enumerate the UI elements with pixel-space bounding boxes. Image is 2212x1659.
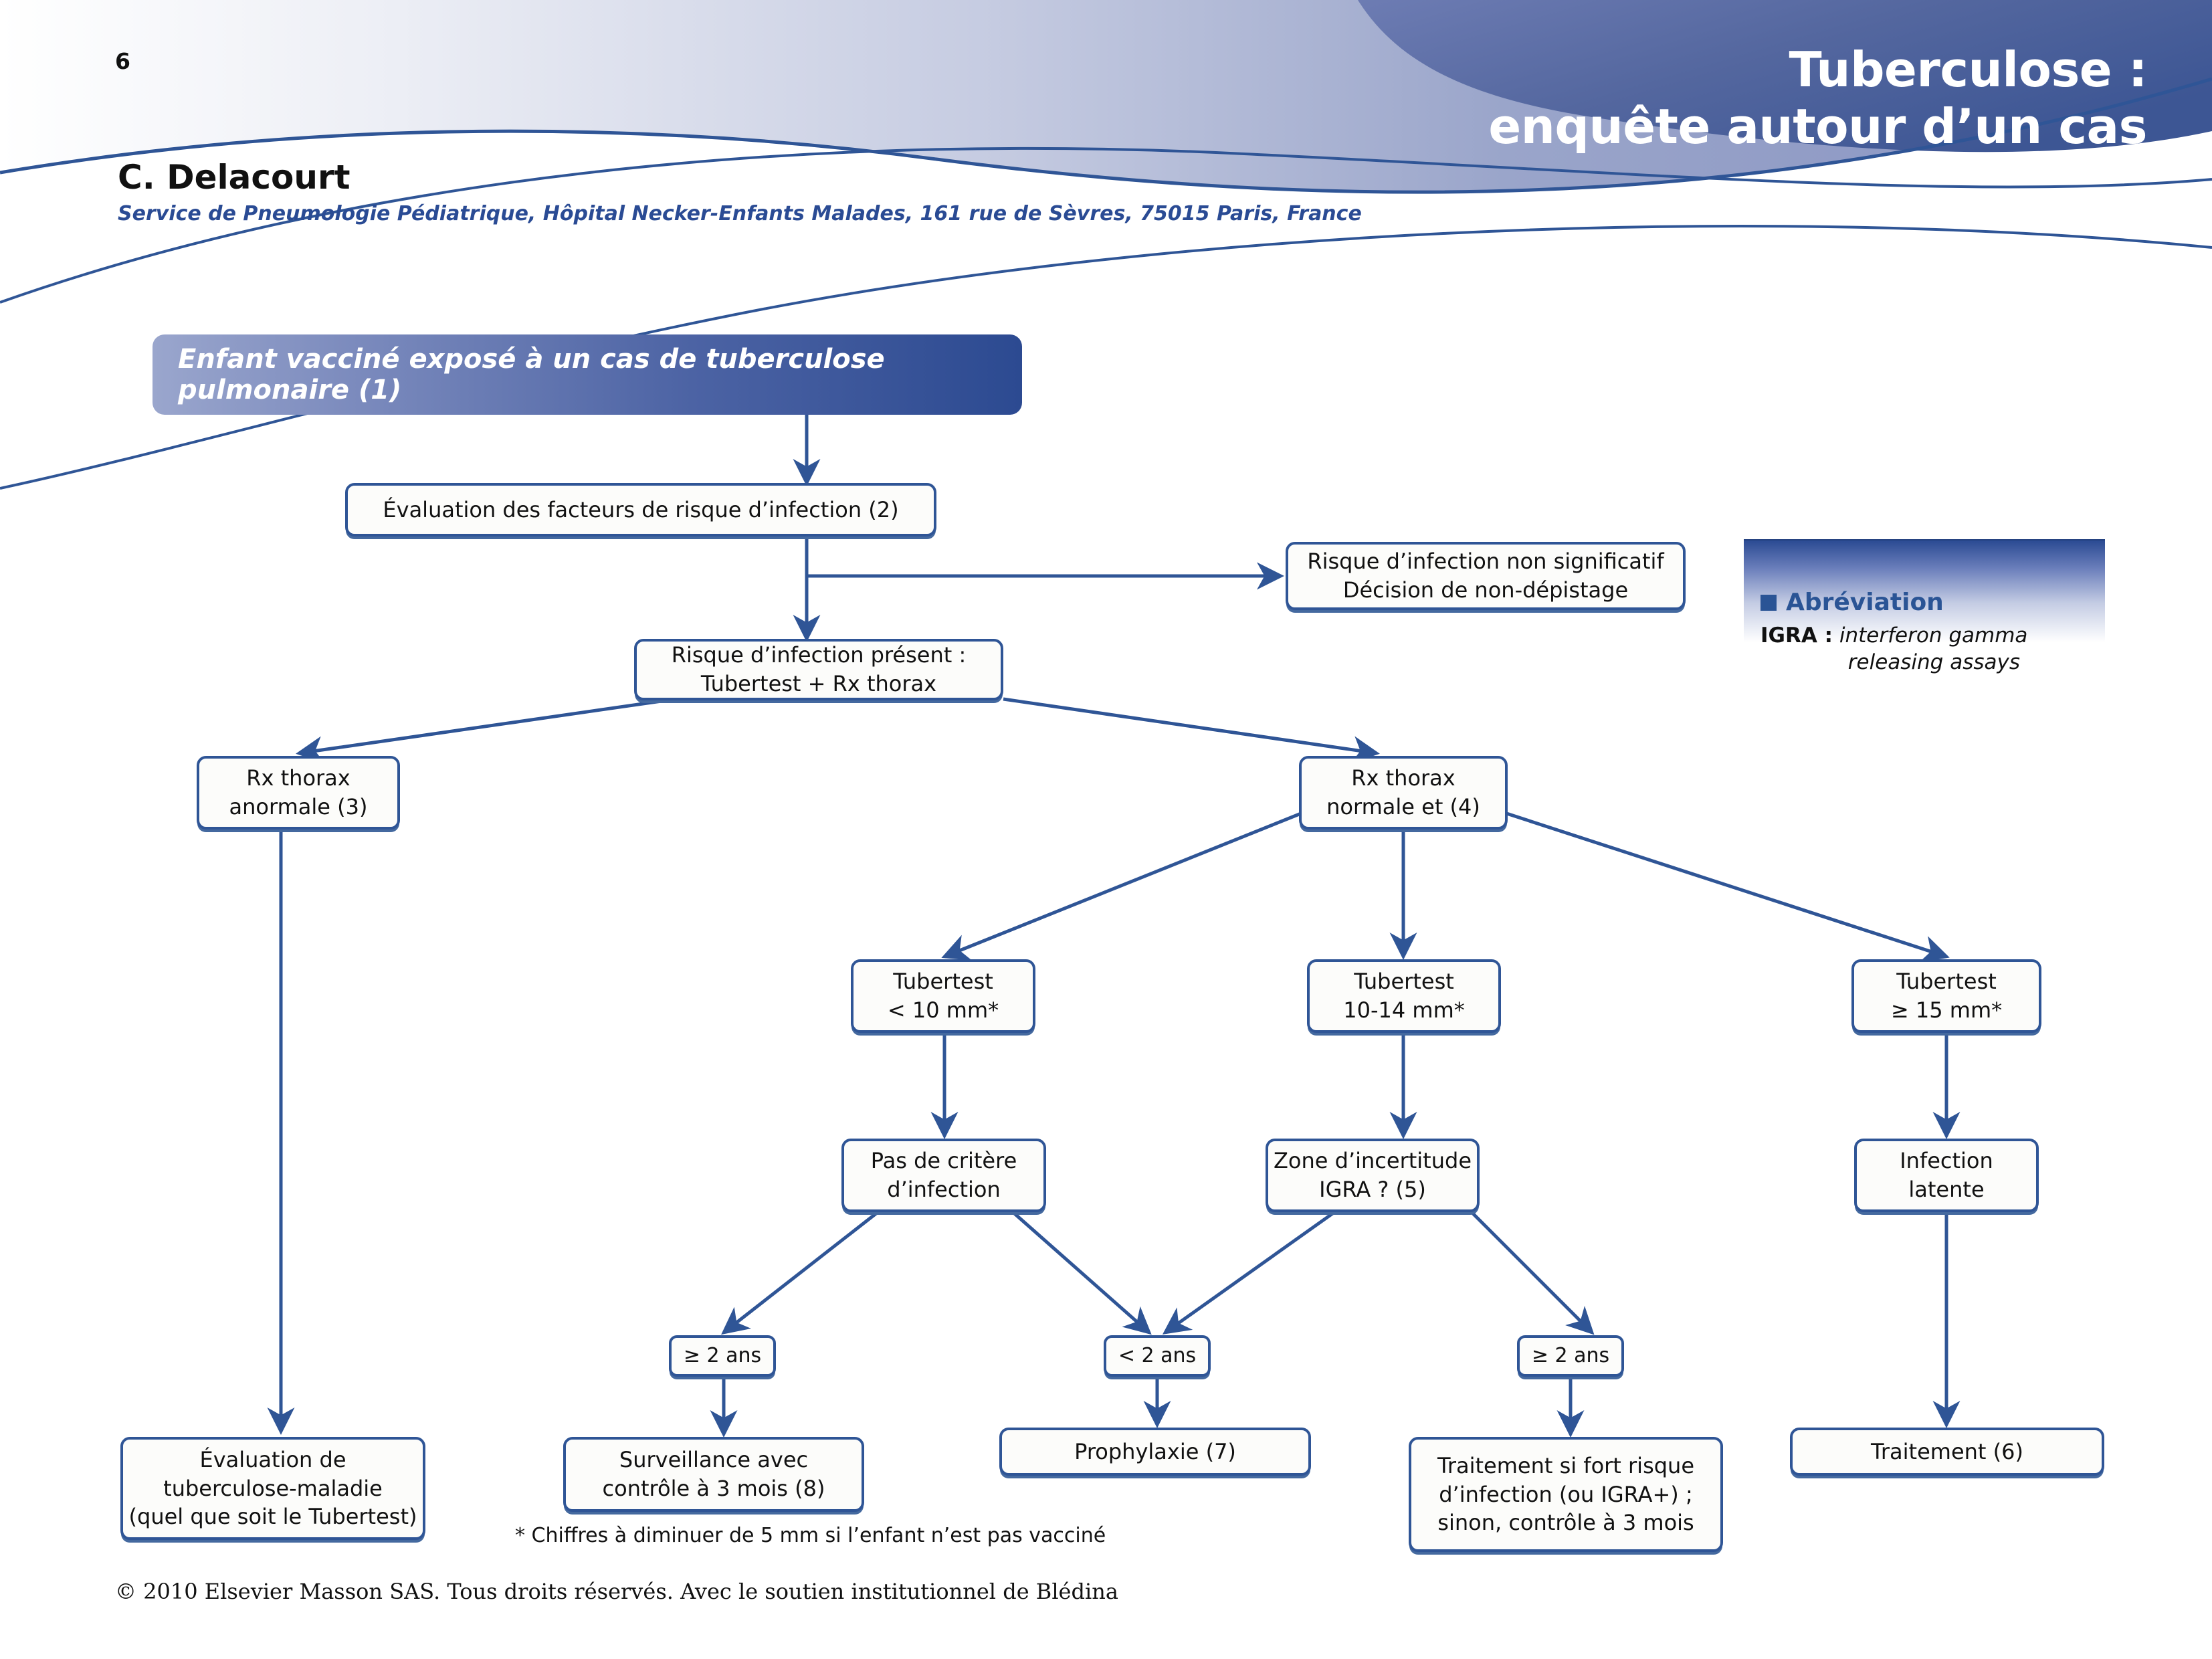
abbreviation-title: Abréviation <box>1761 589 1944 616</box>
abbreviation-panel-background <box>1744 539 2105 648</box>
node-traitement-fort-risque[interactable]: Traitement si fort risque d’infection (o… <box>1409 1437 1723 1552</box>
node-prophylaxie-label: Prophylaxie (7) <box>1074 1438 1236 1464</box>
page-title: Tuberculose : enquête autour d’un cas <box>1391 41 2147 155</box>
edge-zone-to-lt2 <box>1162 1209 1338 1335</box>
node-risque-non-significatif[interactable]: Risque d’infection non significatif Déci… <box>1286 542 1686 610</box>
edge-present-to-rx-normale <box>1003 697 1380 764</box>
node-risque-non-significatif-label: Risque d’infection non significatif Déci… <box>1307 549 1664 603</box>
edge-pas-critere-to-ge2 <box>721 1209 881 1335</box>
node-surveillance[interactable]: Surveillance avec contrôle à 3 mois (8) <box>563 1437 864 1512</box>
edge-zone-to-ge2-right <box>1469 1209 1595 1335</box>
node-infection-latente[interactable]: Infection latente <box>1854 1139 2039 1212</box>
node-tubertest-ge15[interactable]: Tubertest ≥ 15 mm* <box>1851 959 2041 1033</box>
node-age-ge2-right[interactable]: ≥ 2 ans <box>1517 1335 1624 1377</box>
node-eval-risque-label: Évaluation des facteurs de risque d’infe… <box>383 496 899 522</box>
node-traitement[interactable]: Traitement (6) <box>1790 1428 2104 1476</box>
abbreviation-entry: IGRA : interferon gamma releasing assays <box>1761 622 2095 676</box>
abbreviation-value-line2: releasing assays <box>1847 650 2020 675</box>
node-rx-thorax-normale[interactable]: Rx thorax normale et (4) <box>1299 756 1508 830</box>
edge-eval-to-non-signif <box>805 535 1285 590</box>
node-surveillance-label: Surveillance avec contrôle à 3 mois (8) <box>602 1447 825 1501</box>
abbreviation-title-label: Abréviation <box>1786 589 1944 616</box>
abbreviation-value: interferon gamma <box>1839 623 2028 648</box>
node-root[interactable]: Enfant vacciné exposé à un cas de tuberc… <box>153 334 1022 415</box>
node-age-ge2-left[interactable]: ≥ 2 ans <box>669 1335 776 1377</box>
node-tubertest-lt10-label: Tubertest < 10 mm* <box>887 969 999 1023</box>
node-rx-thorax-normale-label: Rx thorax normale et (4) <box>1326 765 1480 819</box>
author-name: C. Delacourt <box>118 158 350 197</box>
copyright-text: © 2010 Elsevier Masson SAS. Tous droits … <box>115 1579 1118 1604</box>
node-infection-latente-label: Infection latente <box>1900 1148 1993 1202</box>
edge-normale-to-tt-ge15 <box>1498 809 1950 963</box>
node-pas-de-critere[interactable]: Pas de critère d’infection <box>841 1139 1046 1212</box>
node-age-lt2[interactable]: < 2 ans <box>1104 1335 1211 1377</box>
footnote-text: * Chiffres à diminuer de 5 mm si l’enfan… <box>515 1524 1106 1547</box>
author-affiliation: Service de Pneumologie Pédiatrique, Hôpi… <box>118 202 1362 225</box>
abbreviation-key: IGRA : <box>1761 623 1833 648</box>
node-eval-risque[interactable]: Évaluation des facteurs de risque d’infe… <box>345 483 936 536</box>
page-number: 6 <box>115 48 130 74</box>
node-age-lt2-label: < 2 ans <box>1118 1343 1197 1367</box>
page-title-line2: enquête autour d’un cas <box>1488 98 2147 155</box>
node-age-ge2-left-label: ≥ 2 ans <box>683 1343 762 1367</box>
node-tubertest-10-14-label: Tubertest 10-14 mm* <box>1343 969 1465 1023</box>
node-rx-thorax-anormale[interactable]: Rx thorax anormale (3) <box>197 756 400 830</box>
node-eval-tuberculose-maladie[interactable]: Évaluation de tuberculose-maladie (quel … <box>120 1437 425 1540</box>
node-eval-tuberculose-maladie-label: Évaluation de tuberculose-maladie (quel … <box>128 1446 417 1530</box>
node-risque-present-label: Risque d’infection présent : Tubertest +… <box>671 642 967 696</box>
node-traitement-fort-risque-label: Traitement si fort risque d’infection (o… <box>1437 1452 1695 1536</box>
edge-pas-critere-to-lt2 <box>1010 1209 1152 1335</box>
node-pas-de-critere-label: Pas de critère d’infection <box>870 1148 1017 1202</box>
node-tubertest-lt10[interactable]: Tubertest < 10 mm* <box>851 959 1035 1033</box>
page-title-line1: Tuberculose : <box>1789 41 2148 98</box>
node-prophylaxie[interactable]: Prophylaxie (7) <box>999 1428 1311 1476</box>
node-tubertest-10-14[interactable]: Tubertest 10-14 mm* <box>1307 959 1501 1033</box>
node-age-ge2-right-label: ≥ 2 ans <box>1531 1343 1610 1367</box>
node-zone-incertitude[interactable]: Zone d’incertitude IGRA ? (5) <box>1266 1139 1480 1212</box>
square-bullet-icon <box>1761 594 1777 611</box>
edge-normale-to-tt-lt10 <box>941 809 1308 961</box>
node-traitement-label: Traitement (6) <box>1871 1438 2023 1464</box>
node-rx-thorax-anormale-label: Rx thorax anormale (3) <box>229 765 368 819</box>
node-tubertest-ge15-label: Tubertest ≥ 15 mm* <box>1890 969 2003 1023</box>
edge-present-to-rx-anormale <box>296 697 676 764</box>
node-risque-present[interactable]: Risque d’infection présent : Tubertest +… <box>634 639 1003 700</box>
node-zone-incertitude-label: Zone d’incertitude IGRA ? (5) <box>1274 1148 1472 1202</box>
